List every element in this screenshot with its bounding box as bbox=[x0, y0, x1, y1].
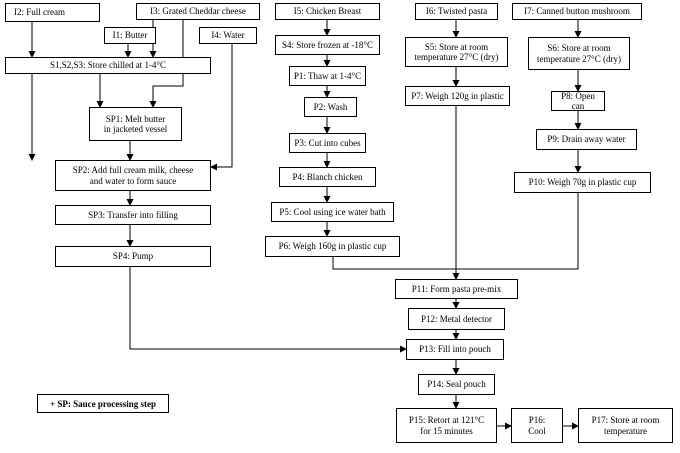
node-sp1: SP1: Melt butter in jacketed vessel bbox=[89, 107, 182, 141]
node-p3: P3: Cut into cubes bbox=[289, 133, 366, 153]
node-p10: P10: Weigh 70g in plastic cup bbox=[514, 172, 651, 193]
node-sp4: SP4: Pump bbox=[55, 246, 211, 267]
node-p4: P4: Blanch chicken bbox=[279, 167, 376, 187]
node-p8: P8: Open can bbox=[551, 91, 605, 111]
node-sp2: SP2: Add full cream milk, cheese and wat… bbox=[55, 160, 211, 191]
node-i2: I2: Full cream bbox=[5, 3, 100, 22]
node-i7: I7: Canned button mushroom bbox=[512, 3, 642, 20]
node-s6: S6: Store at room temperature 27°C (dry) bbox=[528, 37, 630, 70]
node-i6: I6: Twisted pasta bbox=[415, 3, 498, 20]
node-p17: P17: Store at room temperature bbox=[578, 408, 673, 443]
node-s5: S5: Store at room temperature 27°C (dry) bbox=[405, 37, 508, 67]
node-p6: P6: Weigh 160g in plastic cup bbox=[265, 236, 400, 257]
node-p1: P1: Thaw at 1-4°C bbox=[289, 66, 366, 86]
edge-sp4-p13 bbox=[129, 267, 407, 353]
node-p2: P2: Wash bbox=[304, 97, 357, 117]
edge-i3-sp1 bbox=[149, 20, 184, 108]
node-p12: P12: Metal detector bbox=[408, 308, 505, 330]
node-p5: P5: Cool using ice water bath bbox=[271, 202, 394, 222]
node-i5: I5: Chicken Breast bbox=[275, 3, 380, 20]
node-p7: P7: Weigh 120g in plastic bbox=[405, 86, 510, 106]
node-p16: P16: Cool bbox=[511, 408, 563, 443]
edge-p10-p11 bbox=[456, 193, 579, 270]
node-p15: P15: Retort at 121°C for 15 minutes bbox=[396, 408, 497, 443]
legend-box: + SP: Sauce processing step bbox=[37, 394, 169, 413]
node-s123: S1,S2,S3: Store chilled at 1-4°C bbox=[5, 57, 211, 74]
node-p11: P11: Form pasta pre-mix bbox=[395, 279, 518, 299]
node-p13: P13: Fill into pouch bbox=[406, 339, 504, 360]
edge-i4-sp2 bbox=[210, 44, 233, 171]
node-p14: P14: Seal pouch bbox=[418, 374, 495, 395]
node-i4: I4: Water bbox=[199, 27, 257, 44]
node-s4: S4: Store frozen at -18°C bbox=[275, 35, 380, 55]
edge-p6-p11 bbox=[332, 257, 456, 270]
node-i1: I1: Butter bbox=[104, 27, 156, 44]
node-sp3: SP3: Transfer into filling bbox=[55, 205, 211, 225]
node-i3: I3: Grated Cheddar cheese bbox=[136, 3, 260, 20]
node-p9: P9: Drain away water bbox=[536, 129, 637, 150]
